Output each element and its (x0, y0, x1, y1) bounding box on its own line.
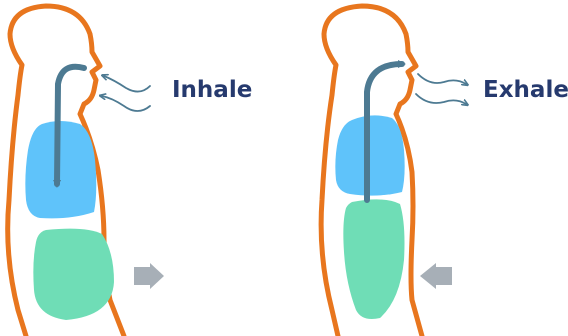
inhale-panel: Inhale (8, 6, 253, 336)
lungs-inhale (25, 121, 96, 218)
inhale-label: Inhale (172, 77, 252, 103)
belly-push-out-arrow (134, 263, 164, 289)
exhale-label: Exhale (483, 77, 568, 103)
air-wave-out-1 (418, 74, 466, 84)
air-wave-in-2 (102, 96, 150, 111)
air-wave-out-2 (416, 94, 466, 104)
belly-pull-in-arrow (420, 263, 452, 289)
exhale-panel: Exhale (321, 6, 568, 336)
abdomen-exhale (343, 199, 404, 319)
abdomen-inhale (33, 229, 114, 320)
air-wave-in-1 (104, 76, 150, 92)
